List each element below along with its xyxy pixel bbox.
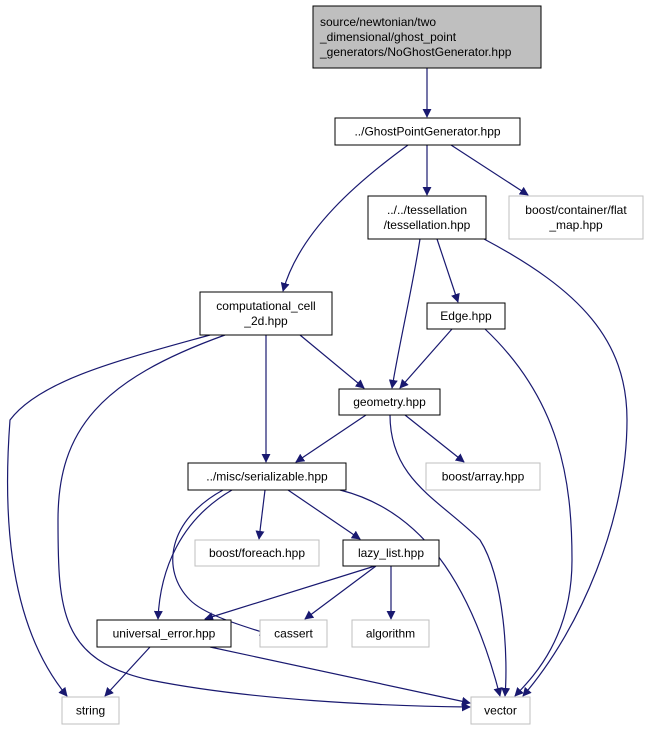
node-box (194, 539, 320, 567)
edge-geometry-to-vector (389, 414, 511, 697)
node-geometry[interactable]: geometry.hpp (338, 388, 441, 416)
edge-serializable-to-vector (339, 489, 503, 697)
node-foreach: boost/foreach.hpp (194, 539, 320, 567)
node-box (342, 539, 440, 567)
node-lazylist[interactable]: lazy_list.hpp (342, 539, 440, 567)
node-label-line: _dimensional/ghost_point (319, 30, 457, 44)
node-label-line: Edge.hpp (440, 309, 492, 323)
edge-ghostpointgen-to-flatmap (450, 144, 529, 196)
node-label-line: lazy_list.hpp (358, 546, 424, 560)
node-label-line: ../misc/serializable.hpp (206, 470, 328, 484)
node-box (199, 291, 333, 336)
node-edge[interactable]: Edge.hpp (426, 302, 506, 330)
node-label-line: geometry.hpp (353, 395, 426, 409)
edge-geometry-to-serializable (295, 414, 367, 463)
node-box (61, 696, 120, 725)
node-tessellation[interactable]: ../../tessellation/tessellation.hpp (367, 195, 487, 240)
edge-edge-to-geometry (399, 328, 453, 389)
node-label-line: computational_cell (216, 299, 315, 313)
node-box (367, 195, 487, 240)
edge-serializable-to-cassert (172, 489, 269, 636)
node-box (334, 117, 521, 146)
node-string: string (61, 696, 120, 725)
node-label-line: ../GhostPointGenerator.hpp (354, 125, 500, 139)
node-label-line: _2d.hpp (243, 314, 288, 328)
edge-universalerror-to-string (104, 646, 151, 697)
edge-universalerror-to-vector (209, 646, 471, 706)
edge-serializable-to-lazylist (287, 489, 361, 540)
node-label-line: string (76, 704, 105, 718)
edge-edge-to-vector (484, 328, 573, 697)
edge-serializable-to-universalerror (153, 489, 233, 620)
edge-ghostpointgen-to-compcell (280, 144, 409, 292)
node-compcell[interactable]: computational_cell_2d.hpp (199, 291, 333, 336)
node-box (425, 462, 541, 491)
node-label-line: ../../tessellation (387, 203, 467, 217)
node-box (96, 619, 232, 648)
edge-compcell-to-geometry (299, 334, 365, 389)
node-label-line: boost/array.hpp (442, 470, 525, 484)
edge-tessellation-to-geometry (388, 238, 421, 389)
edge-lazylist-to-cassert (304, 565, 377, 620)
node-boostarray: boost/array.hpp (425, 462, 541, 491)
node-label-line: boost/foreach.hpp (209, 546, 305, 560)
edge-compcell-to-vector (57, 334, 471, 712)
node-root[interactable]: source/newtonian/two_dimensional/ghost_p… (312, 5, 542, 69)
node-label-line: vector (484, 704, 517, 718)
node-box (338, 388, 441, 416)
node-box (426, 302, 506, 330)
edge-lazylist-to-universalerror (204, 565, 376, 621)
node-label-line: algorithm (366, 627, 415, 641)
node-box (508, 195, 644, 240)
edge-tessellation-to-vector (483, 238, 628, 697)
node-algorithm: algorithm (351, 619, 430, 648)
node-ghostpointgen[interactable]: ../GhostPointGenerator.hpp (334, 117, 521, 146)
node-label-line: _generators/NoGhostGenerator.hpp (319, 45, 512, 59)
nodes-layer: source/newtonian/two_dimensional/ghost_p… (61, 5, 644, 725)
node-label-line: universal_error.hpp (113, 627, 216, 641)
edge-geometry-to-boostarray (404, 414, 465, 463)
node-serializable[interactable]: ../misc/serializable.hpp (187, 462, 347, 491)
node-label-line: source/newtonian/two (320, 15, 436, 29)
node-box (259, 619, 328, 648)
edge-serializable-to-foreach (255, 489, 266, 540)
node-vector: vector (470, 696, 531, 725)
edge-compcell-to-string (6, 334, 211, 697)
node-label-line: _map.hpp (548, 218, 603, 232)
node-flatmap: boost/container/flat_map.hpp (508, 195, 644, 240)
node-label-line: cassert (274, 627, 313, 641)
node-label-line: boost/container/flat (525, 203, 627, 217)
node-universalerror[interactable]: universal_error.hpp (96, 619, 232, 648)
node-box (312, 5, 542, 69)
edges-layer (6, 68, 628, 712)
edge-tessellation-to-edge (436, 238, 460, 303)
node-cassert: cassert (259, 619, 328, 648)
node-box (470, 696, 531, 725)
node-box (187, 462, 347, 491)
node-box (351, 619, 430, 648)
node-label-line: /tessellation.hpp (384, 218, 471, 232)
